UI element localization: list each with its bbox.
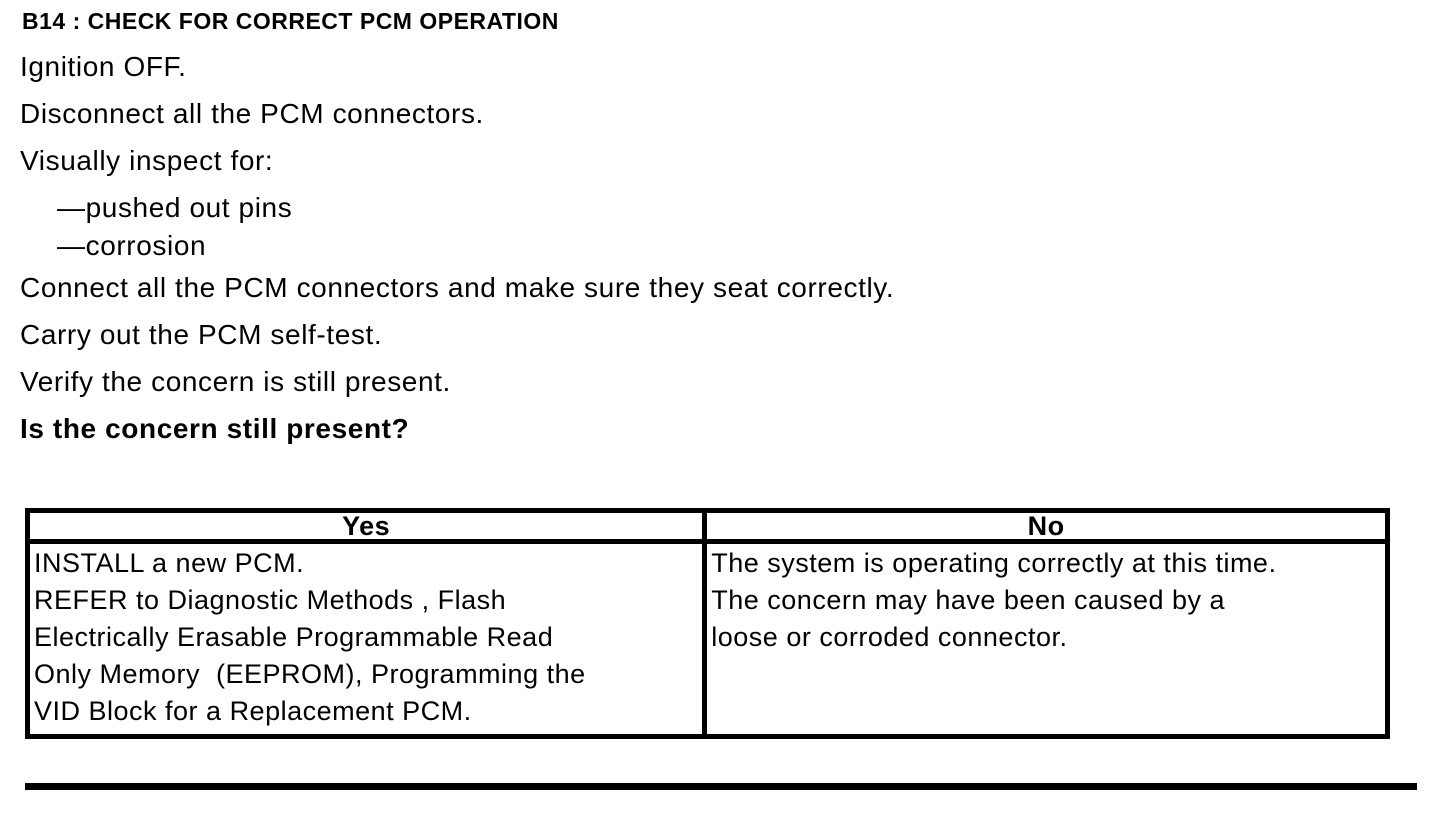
inspection-item-pushed-out-pins: —pushed out pins	[57, 192, 293, 223]
diagnostic-procedure-page: B14 : CHECK FOR CORRECT PCM OPERATION Ig…	[0, 8, 1440, 826]
yes-action-line: REFER to Diagnostic Methods , Flash	[34, 585, 507, 615]
step-self-test: Carry out the PCM self-test.	[20, 319, 383, 350]
step-verify-concern: Verify the concern is still present.	[20, 366, 451, 397]
page-title: B14 : CHECK FOR CORRECT PCM OPERATION	[22, 8, 559, 34]
no-action-line: The system is operating correctly at thi…	[711, 548, 1277, 578]
page-divider-rule	[25, 783, 1417, 790]
yes-action-cell: INSTALL a new PCM. REFER to Diagnostic M…	[24, 539, 708, 739]
step-connect-connectors: Connect all the PCM connectors and make …	[20, 272, 895, 303]
yes-no-results-table: Yes No INSTALL a new PCM. REFER to Diagn…	[24, 508, 1390, 739]
results-body-row: INSTALL a new PCM. REFER to Diagnostic M…	[24, 539, 1390, 739]
yes-action-line: INSTALL a new PCM.	[34, 548, 305, 578]
step-visually-inspect: Visually inspect for:	[20, 145, 274, 176]
yes-action-line: Only Memory (EEPROM), Programming the	[34, 659, 586, 689]
step-disconnect-connectors: Disconnect all the PCM connectors.	[20, 98, 484, 129]
yes-column-header: Yes	[24, 508, 708, 544]
inspection-list: —pushed out pins —corrosion	[57, 191, 1440, 262]
step-ignition-off: Ignition OFF.	[20, 51, 187, 82]
decision-question: Is the concern still present?	[20, 413, 410, 444]
results-header-row: Yes No	[24, 508, 1390, 544]
yes-action-line: Electrically Erasable Programmable Read	[34, 622, 554, 652]
yes-action-line: VID Block for a Replacement PCM.	[34, 696, 472, 726]
no-action-line: loose or corroded connector.	[711, 622, 1068, 652]
no-action-cell: The system is operating correctly at thi…	[702, 539, 1390, 739]
inspection-item-corrosion: —corrosion	[57, 230, 207, 261]
no-column-header: No	[702, 508, 1390, 544]
procedure-steps: Ignition OFF. Disconnect all the PCM con…	[20, 50, 1440, 445]
no-action-line: The concern may have been caused by a	[711, 585, 1226, 615]
